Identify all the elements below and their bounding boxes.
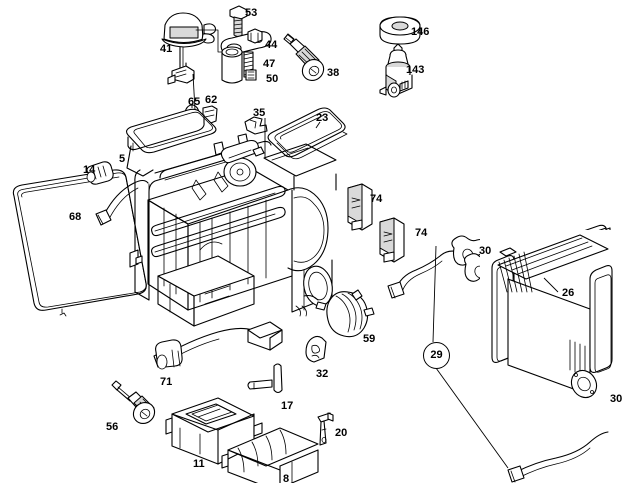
callout-8: 8 <box>283 473 290 483</box>
callout-143: 143 <box>406 64 425 76</box>
callout-11: 11 <box>193 458 205 470</box>
part-5-upper-duct-housing <box>126 108 217 177</box>
callout-30-upper: 30 <box>479 245 492 257</box>
callout-38: 38 <box>327 67 340 79</box>
callout-14: 14 <box>83 164 96 176</box>
callout-74-lower: 74 <box>415 227 428 239</box>
callout-5: 5 <box>119 153 126 165</box>
callout-30-lower: 30 <box>610 393 623 405</box>
callout-50: 50 <box>266 73 279 85</box>
part-32-spring-clip <box>305 335 327 363</box>
callout-74-upper: 74 <box>370 193 383 205</box>
part-59-blower-resistor <box>303 289 375 338</box>
part-41-vacuum-actuator <box>161 12 235 85</box>
callout-59: 59 <box>363 333 376 345</box>
part-20-retaining-clamp <box>317 412 334 446</box>
part-29-upper-hose <box>387 235 488 299</box>
part-14-grommet <box>86 161 114 185</box>
part-50-clip <box>245 69 257 81</box>
callout-35: 35 <box>253 107 266 119</box>
callout-62: 62 <box>205 94 218 106</box>
part-143-vacuum-valve <box>379 43 413 98</box>
part-68-gasket-seal <box>12 169 147 317</box>
callout-20: 20 <box>335 427 348 439</box>
part-38-sensor-plug <box>283 33 325 81</box>
callout-17: 17 <box>281 400 294 412</box>
part-8-air-duct <box>221 427 319 483</box>
callout-146: 146 <box>411 26 430 38</box>
part-26-heater-core-render <box>480 230 640 430</box>
callout-65: 65 <box>188 96 201 108</box>
part-74-brackets <box>347 183 405 263</box>
callout-29: 29 <box>423 342 450 369</box>
callout-23: 23 <box>316 112 329 124</box>
callout-26: 26 <box>562 287 575 299</box>
callout-32: 32 <box>316 368 329 380</box>
callout-47: 47 <box>263 58 276 70</box>
part-44-lever-arm <box>220 28 272 84</box>
part-53-bolt <box>229 5 248 37</box>
callout-68: 68 <box>69 211 82 223</box>
callout-53: 53 <box>245 7 258 19</box>
callout-71: 71 <box>160 376 173 388</box>
part-35-clip-bracket <box>244 116 268 135</box>
part-146-grommet-ring <box>379 16 421 45</box>
part-17-push-rivet <box>247 363 283 394</box>
part-71-grommet-plug <box>155 339 183 370</box>
part-56-drain-valve <box>111 380 156 425</box>
part-11-actuator-box <box>165 397 263 465</box>
callout-56: 56 <box>106 421 119 433</box>
callout-44: 44 <box>265 39 278 51</box>
part-23-foam-seal-frame <box>267 107 348 160</box>
callout-41: 41 <box>160 43 173 55</box>
